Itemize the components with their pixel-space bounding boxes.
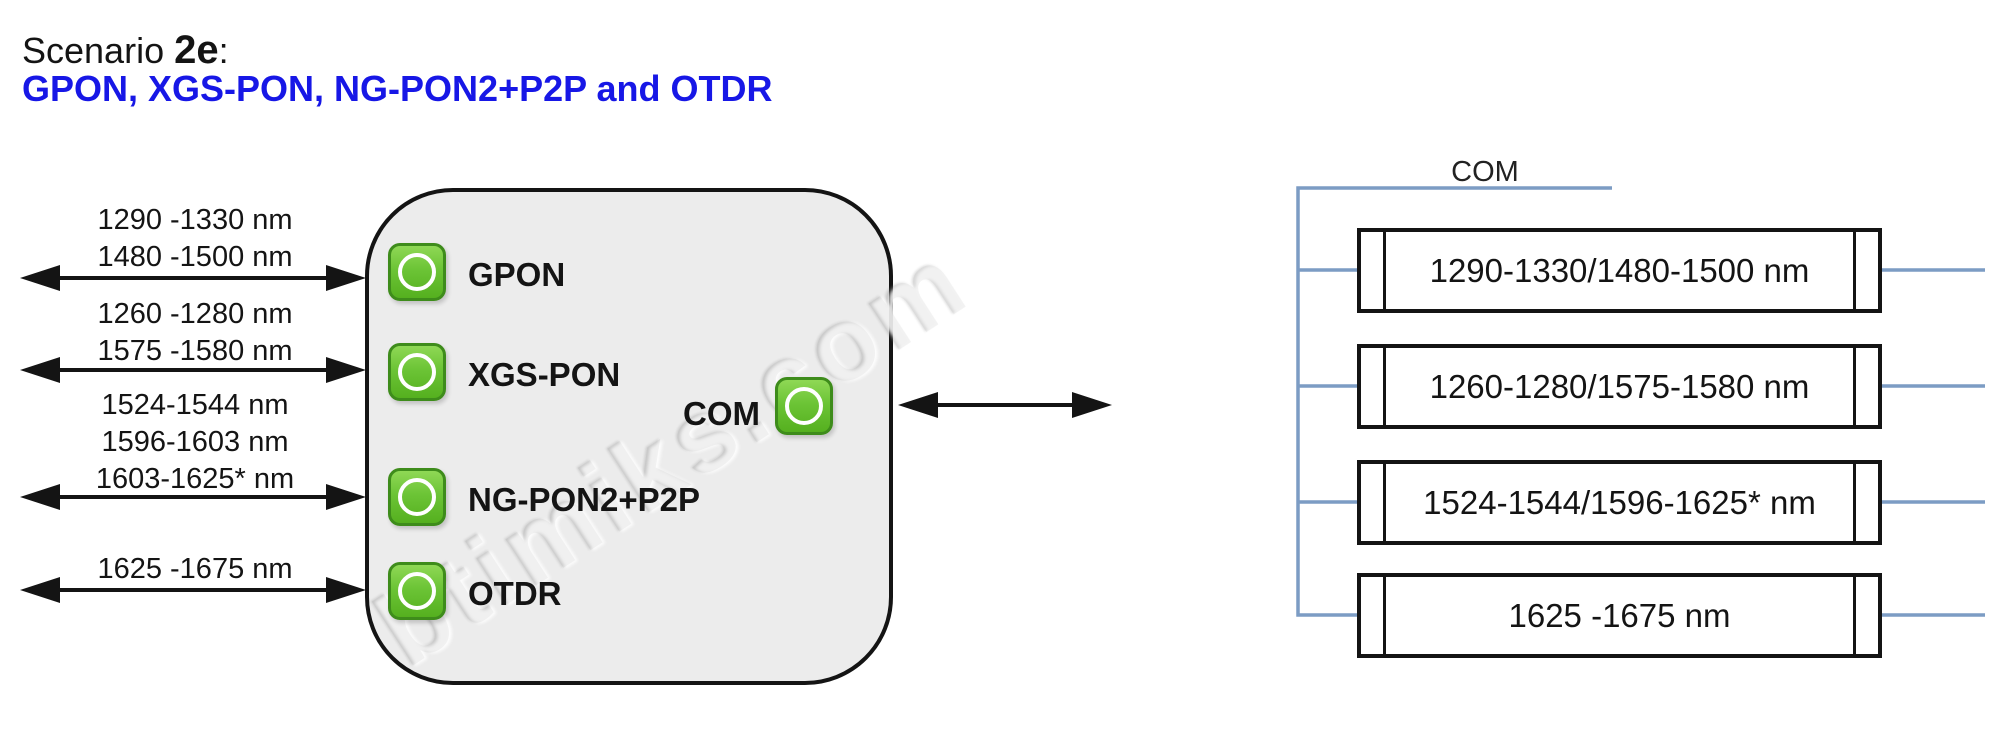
ferrule-right <box>1853 577 1856 654</box>
ferrule-left <box>1383 464 1386 541</box>
page-title: Scenario 2e: <box>22 28 229 73</box>
com-port <box>775 377 833 435</box>
otdr-port-label: OTDR <box>468 575 562 612</box>
com-port-label: COM <box>683 395 760 432</box>
otdr-wavelengths: 1625 -1675 nm <box>20 551 370 588</box>
filter-block-xgs-pon: 1260-1280/1575-1580 nm <box>1357 344 1882 429</box>
fiber-connector-icon <box>398 572 436 610</box>
ng-pon2-wavelengths: 1524-1544 nm 1596-1603 nm 1603-1625* nm <box>20 387 370 498</box>
ng-pon2-port-label: NG-PON2+P2P <box>468 481 700 518</box>
title-colon: : <box>218 30 229 71</box>
xgs-pon-wavelengths: 1260 -1280 nm 1575 -1580 nm <box>20 296 370 370</box>
filter-block-gpon: 1290-1330/1480-1500 nm <box>1357 228 1882 313</box>
ferrule-left <box>1383 232 1386 309</box>
xgs-pon-port <box>388 343 446 401</box>
fiber-connector-icon <box>398 478 436 516</box>
fiber-connector-icon <box>398 353 436 391</box>
ferrule-left <box>1383 348 1386 425</box>
title-prefix: Scenario <box>22 30 165 71</box>
wavelength-text: 1603-1625* nm <box>95 463 295 495</box>
wavelength-text: 1596-1603 nm <box>101 426 289 458</box>
wavelength-text: 1260 -1280 nm <box>97 298 293 330</box>
ferrule-right <box>1853 348 1856 425</box>
fiber-connector-icon <box>785 387 823 425</box>
wavelength-text: 1524-1544 nm <box>101 389 289 421</box>
gpon-wavelengths: 1290 -1330 nm 1480 -1500 nm <box>20 202 370 276</box>
gpon-port <box>388 243 446 301</box>
wavelength-text: 1625 -1675 nm <box>97 553 293 585</box>
filter-block-ng-pon2: 1524-1544/1596-1625* nm <box>1357 460 1882 545</box>
xgs-pon-port-label: XGS-PON <box>468 356 621 393</box>
wavelength-text: 1480 -1500 nm <box>97 241 293 273</box>
filter-label: 1625 -1675 nm <box>1508 596 1731 634</box>
com-arrow <box>898 392 1112 418</box>
filter-block-otdr: 1625 -1675 nm <box>1357 573 1882 658</box>
wavelength-text: 1290 -1330 nm <box>97 204 293 236</box>
ferrule-right <box>1853 232 1856 309</box>
fiber-connector-icon <box>398 253 436 291</box>
wavelength-text: 1575 -1580 nm <box>97 335 293 367</box>
filter-label: 1260-1280/1575-1580 nm <box>1429 367 1810 405</box>
otdr-port <box>388 562 446 620</box>
ferrule-right <box>1853 464 1856 541</box>
scenario-id: 2e <box>174 28 219 72</box>
page-subtitle: GPON, XGS-PON, NG-PON2+P2P and OTDR <box>22 68 773 109</box>
gpon-port-label: GPON <box>468 256 566 293</box>
ferrule-left <box>1383 577 1386 654</box>
wdm-device-box <box>365 188 893 685</box>
filter-label: 1524-1544/1596-1625* nm <box>1423 483 1816 521</box>
com-bus-label: COM <box>1451 156 1519 188</box>
filter-label: 1290-1330/1480-1500 nm <box>1429 251 1810 289</box>
ng-pon2-port <box>388 468 446 526</box>
